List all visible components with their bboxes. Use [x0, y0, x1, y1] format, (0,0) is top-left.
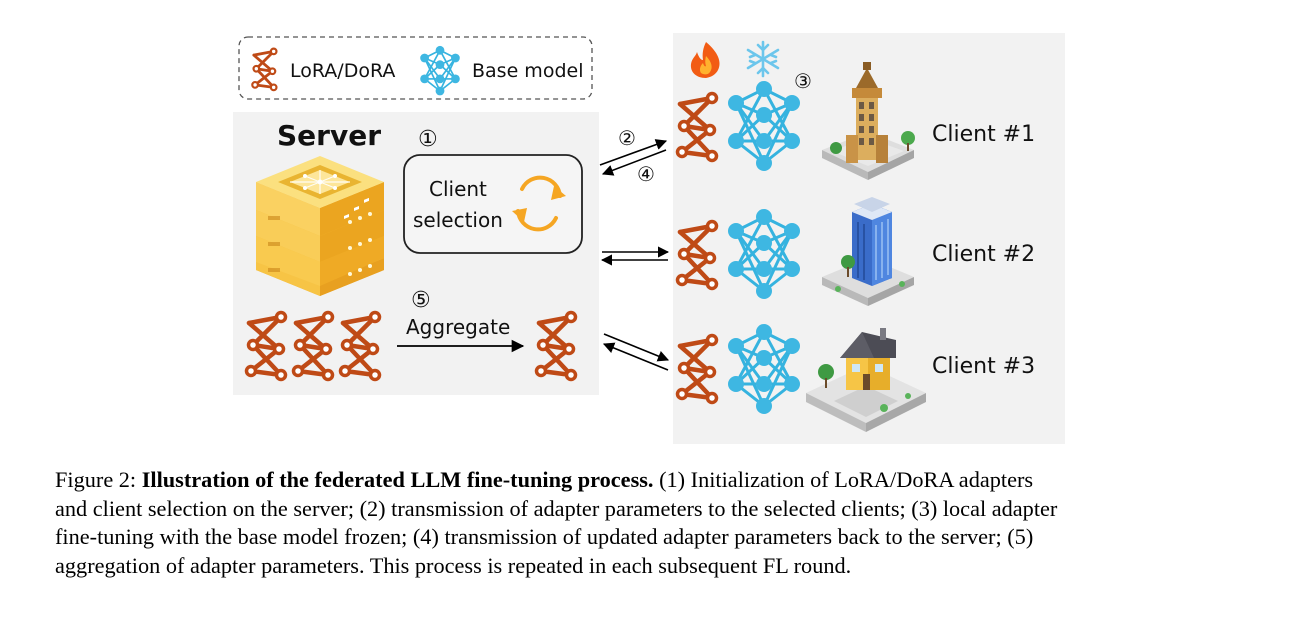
snowflake-icon: [746, 40, 780, 78]
caption-line2: and client selection on the server; (2) …: [55, 495, 1058, 521]
server-title: Server: [277, 119, 381, 152]
clients-panel: ③ Client #1: [673, 33, 1065, 444]
aggregate-label: Aggregate: [406, 315, 510, 339]
fire-icon: [690, 42, 720, 78]
caption-prefix: Figure 2:: [55, 467, 142, 492]
client-3-label: Client #3: [932, 354, 1035, 379]
client-selection-line1: Client: [429, 177, 487, 201]
figure-caption: Figure 2: Illustration of the federated …: [55, 466, 1255, 580]
legend-base-label: Base model: [472, 60, 583, 82]
house-icon: [806, 328, 926, 432]
transmission-arrows: ② ④: [599, 126, 670, 371]
step-4-marker: ④: [637, 162, 655, 186]
blue-office-building-icon: [822, 197, 914, 306]
step-1-marker: ①: [418, 127, 438, 152]
caption-line4: aggregation of adapter parameters. This …: [55, 552, 852, 578]
office-tower-icon: [822, 62, 915, 180]
client-1-label: Client #1: [932, 122, 1035, 147]
legend: LoRA/DoRA Base model: [238, 36, 593, 100]
client-selection-line2: selection: [413, 208, 503, 232]
server-panel: Server: [233, 112, 599, 395]
caption-bold-title: Illustration of the federated LLM fine-t…: [141, 467, 654, 492]
caption-line1-rest: (1) Initialization of LoRA/DoRA adapters: [653, 467, 1034, 492]
caption-line3: fine-tuning with the base model frozen; …: [55, 524, 1034, 549]
step-2-marker: ②: [618, 126, 636, 150]
client-2-label: Client #2: [932, 242, 1035, 267]
client-selection-box: Client selection: [403, 154, 583, 254]
step-3-marker: ③: [794, 69, 812, 93]
legend-lora-label: LoRA/DoRA: [290, 60, 395, 82]
server-stack-icon: [256, 156, 384, 296]
step-5-marker: ⑤: [411, 288, 431, 313]
